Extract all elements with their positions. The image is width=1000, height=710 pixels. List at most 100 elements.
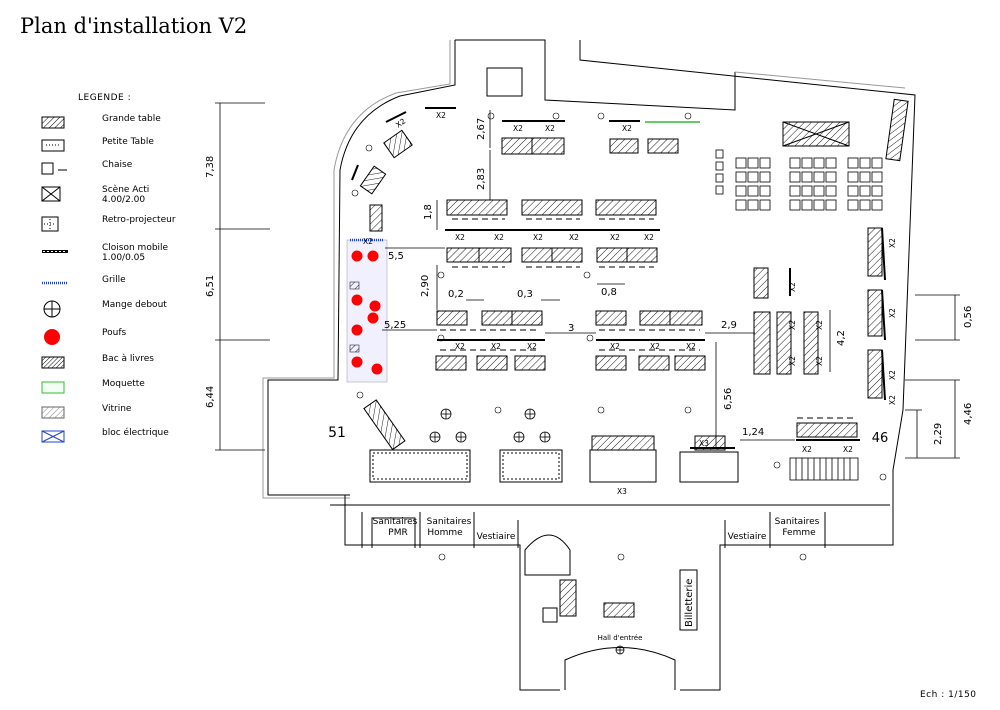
dim-0-3: 0,3 xyxy=(517,289,533,300)
gridded-square-icon xyxy=(41,216,59,232)
svg-text:X2: X2 xyxy=(622,124,632,133)
cloisons xyxy=(351,107,886,449)
legend-poufs: Poufs xyxy=(40,328,240,346)
room-51: 51 xyxy=(328,425,346,441)
scene-acti xyxy=(782,121,850,147)
svg-text:X2: X2 xyxy=(802,445,812,454)
legend-heading: LEGENDE : xyxy=(78,93,132,103)
svg-text:X2: X2 xyxy=(610,233,620,242)
svg-text:X2: X2 xyxy=(610,342,620,351)
dimension-lines-interior xyxy=(382,110,831,448)
stairs xyxy=(789,457,859,481)
blue-crossed-rectangle-icon xyxy=(41,430,65,443)
dim-2-83: 2,83 xyxy=(476,168,487,190)
svg-text:X2: X2 xyxy=(527,342,537,351)
pouf xyxy=(367,312,379,324)
dim-left-3: 6,44 xyxy=(205,386,216,408)
multiplier-labels: X2 X2 X2 X2 X2 X2 X2 X2 X2 X2 X2 X2 X2 X… xyxy=(363,111,897,496)
mange-debout xyxy=(539,431,551,443)
room-partitions xyxy=(361,512,826,576)
legend-bloc: bloc électrique xyxy=(40,428,240,446)
legend-grille: Grille xyxy=(40,275,240,293)
svg-text:X2: X2 xyxy=(436,111,446,120)
dim-0-2: 0,2 xyxy=(448,289,464,300)
pouf xyxy=(369,300,381,312)
pouf-area xyxy=(346,238,388,383)
scale-label: Ech : 1/150 xyxy=(920,690,977,700)
legend-grande-table: Grande table xyxy=(40,114,240,132)
legend-cloison: Cloison mobile 1.00/0.05 xyxy=(40,243,240,263)
billetterie-booth: Billetterie xyxy=(679,569,698,631)
svg-text:X2: X2 xyxy=(650,342,660,351)
svg-text:X2: X2 xyxy=(788,356,797,366)
svg-text:X2: X2 xyxy=(363,237,373,246)
dim-0-8: 0,8 xyxy=(601,287,617,298)
dim-5-5: 5,5 xyxy=(388,251,404,262)
svg-text:X2: X2 xyxy=(569,233,579,242)
pouf xyxy=(371,363,383,375)
svg-text:X3: X3 xyxy=(699,439,709,448)
dim-5-25: 5,25 xyxy=(384,320,406,331)
dim-right-2: 4,46 xyxy=(963,403,974,425)
svg-text:X2: X2 xyxy=(888,238,897,248)
svg-text:X2: X2 xyxy=(644,233,654,242)
legend-petite-table: Petite Table xyxy=(40,137,240,155)
dim-3: 3 xyxy=(568,323,574,334)
dim-1-8: 1,8 xyxy=(423,204,434,220)
mange-debout-set xyxy=(429,408,625,655)
dotted-rectangle-icon xyxy=(41,139,65,152)
dim-left-1: 7,38 xyxy=(205,156,216,178)
pouf xyxy=(351,356,363,368)
grey-hatched-rectangle-icon xyxy=(41,356,65,369)
legend-vitrine: Vitrine xyxy=(40,404,240,422)
legend-chaise: Chaise xyxy=(40,160,240,178)
dim-right-3: 2,29 xyxy=(933,423,944,445)
legend-moquette: Moquette xyxy=(40,379,240,397)
svg-text:X2: X2 xyxy=(815,320,824,330)
blue-dotted-line-icon xyxy=(42,281,68,285)
hatched-rectangle-icon xyxy=(41,116,65,129)
svg-text:X2: X2 xyxy=(788,282,797,292)
svg-text:X2: X2 xyxy=(686,342,696,351)
chair-square-icon xyxy=(41,162,67,175)
dimension-lines-right xyxy=(905,294,960,459)
outer-walls xyxy=(262,39,916,691)
svg-text:X2: X2 xyxy=(394,116,407,129)
mange-debout xyxy=(455,431,467,443)
red-dot-icon xyxy=(44,329,60,345)
legend-scene: Scène Acti 4.00/2.00 xyxy=(40,185,240,205)
mange-debout xyxy=(513,431,525,443)
svg-text:X2: X2 xyxy=(843,445,853,454)
room-hall: Hall d'entrée xyxy=(598,634,643,642)
svg-text:X2: X2 xyxy=(888,308,897,318)
crossed-rectangle-icon xyxy=(41,186,61,202)
room-46: 46 xyxy=(872,431,889,446)
mange-debout xyxy=(615,645,625,655)
dashed-bar-icon xyxy=(42,250,68,253)
legend-retro: Retro-projecteur xyxy=(40,215,240,233)
room-vestiaire-right: Vestiaire xyxy=(728,532,767,542)
dim-left-2: 6,51 xyxy=(205,275,216,297)
svg-text:X2: X2 xyxy=(533,233,543,242)
dim-6-56: 6,56 xyxy=(723,388,734,410)
dim-2-9: 2,9 xyxy=(721,320,737,331)
legend-bac: Bac à livres xyxy=(40,354,240,372)
green-outline-rectangle-icon xyxy=(41,381,65,394)
pouf xyxy=(367,250,379,262)
room-vestiaire-left: Vestiaire xyxy=(477,532,516,542)
petite-tables xyxy=(369,449,739,483)
svg-text:X3: X3 xyxy=(617,487,627,496)
svg-text:X2: X2 xyxy=(455,342,465,351)
dim-right-1: 0,56 xyxy=(963,306,974,328)
mange-debout xyxy=(429,431,441,443)
dashed-lines xyxy=(440,218,857,419)
svg-text:X2: X2 xyxy=(888,370,897,380)
dim-2-90: 2,90 xyxy=(420,275,431,297)
svg-text:X2: X2 xyxy=(888,395,897,405)
grey-diagonal-rectangle-icon xyxy=(41,406,65,419)
svg-text:X2: X2 xyxy=(513,124,523,133)
dim-1-24: 1,24 xyxy=(742,427,764,438)
